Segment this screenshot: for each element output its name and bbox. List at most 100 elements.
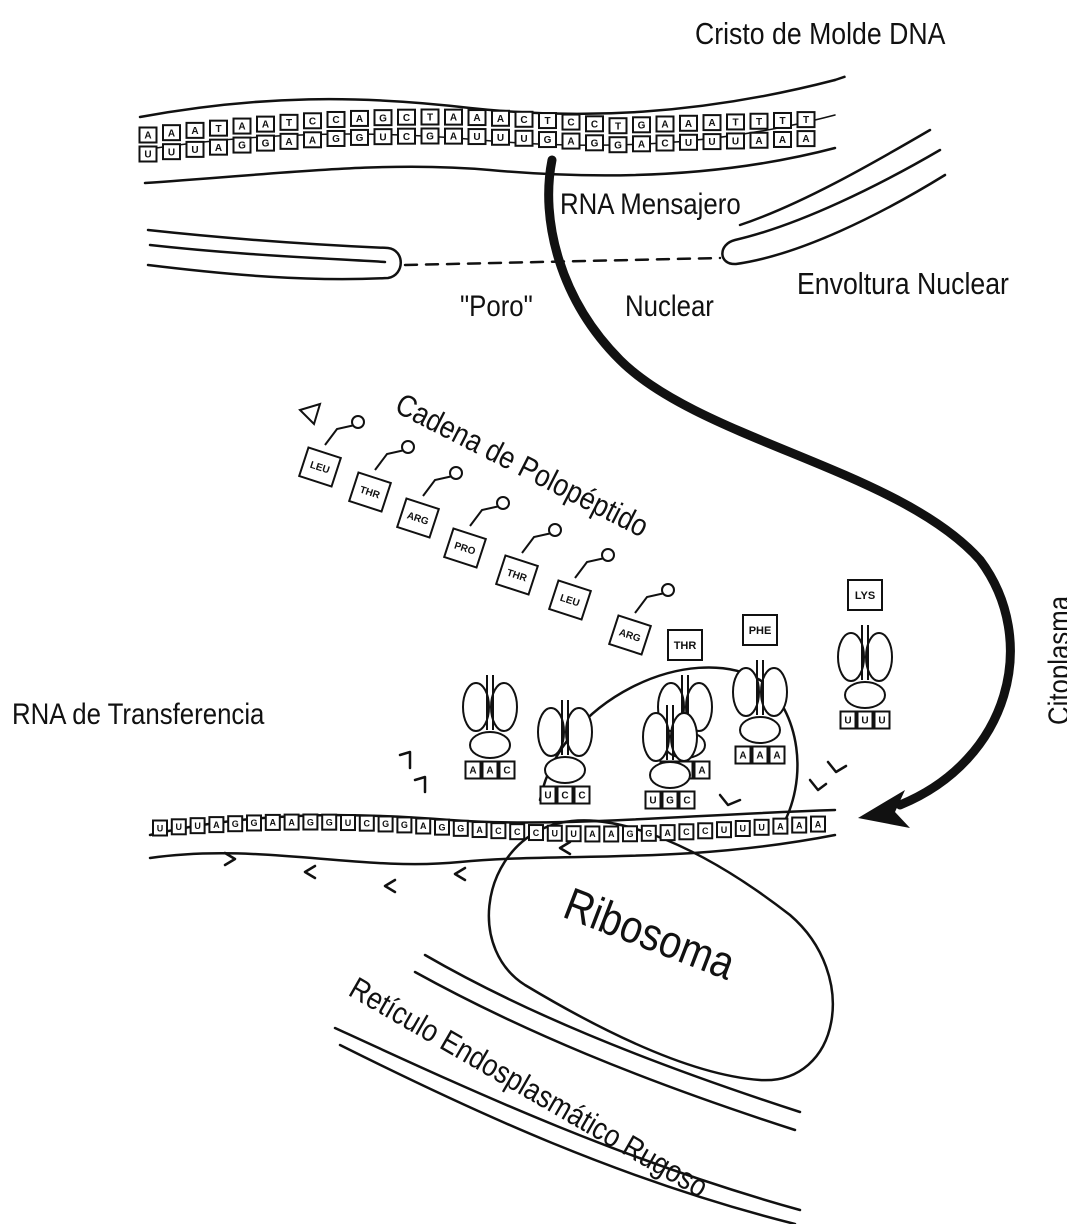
mrna-codon: C xyxy=(529,825,543,840)
dna-base-top: T xyxy=(727,114,744,129)
svg-text:A: A xyxy=(215,143,222,154)
mrna-codon: G xyxy=(623,826,637,841)
svg-text:A: A xyxy=(191,126,198,137)
svg-text:C: C xyxy=(578,791,585,802)
amino-group xyxy=(402,441,414,453)
svg-text:C: C xyxy=(309,116,316,127)
svg-text:A: A xyxy=(661,120,668,131)
svg-text:G: G xyxy=(438,822,445,832)
amino-group xyxy=(662,584,674,596)
svg-text:G: G xyxy=(356,133,364,144)
mrna-codon: G xyxy=(228,816,242,831)
trna-amino-acid-phe: PHE xyxy=(743,615,777,645)
mrna-codon: U xyxy=(548,826,562,841)
svg-text:A: A xyxy=(476,825,483,835)
mrna-codon: U xyxy=(172,819,186,834)
mrna-codon: C xyxy=(360,816,374,831)
dna-base-bottom: G xyxy=(328,131,345,146)
dna-base-bottom: A xyxy=(210,140,227,155)
svg-text:C: C xyxy=(495,826,502,836)
svg-text:U: U xyxy=(544,791,551,802)
amino-acid-pro: PRO xyxy=(444,528,486,567)
svg-text:A: A xyxy=(144,131,151,142)
dna-base-bottom: A xyxy=(798,131,815,146)
svg-text:C: C xyxy=(364,818,371,828)
trna-anticodon-base: C xyxy=(680,792,695,809)
mrna-codons: UUUAGGAAGGUCGGAGGACCCUUAAGGACCUUUAAA xyxy=(153,815,825,842)
amino-acid-thr: THR xyxy=(496,555,538,594)
svg-text:A: A xyxy=(486,766,493,777)
trna-anticodon-base: C xyxy=(558,787,573,804)
svg-text:G: G xyxy=(238,141,246,152)
svg-text:G: G xyxy=(645,829,652,839)
svg-text:C: C xyxy=(561,791,568,802)
svg-text:C: C xyxy=(683,796,690,807)
dna-base-top: A xyxy=(351,111,368,126)
svg-text:U: U xyxy=(168,147,175,158)
svg-text:A: A xyxy=(238,122,245,133)
svg-text:A: A xyxy=(589,829,596,839)
svg-text:A: A xyxy=(608,829,615,839)
dna-base-bottom: G xyxy=(422,129,439,144)
mrna-codon: G xyxy=(435,820,449,835)
mrna-codon: G xyxy=(303,815,317,830)
svg-text:G: G xyxy=(332,134,340,145)
mrna-codon: U xyxy=(567,826,581,841)
cytoplasm-label: Citoplasma xyxy=(1045,596,1067,725)
svg-text:G: G xyxy=(626,829,633,839)
peptide-bond xyxy=(575,558,605,578)
svg-text:U: U xyxy=(708,137,715,148)
dna-base-bottom: G xyxy=(257,136,274,151)
dna-base-top: A xyxy=(657,116,674,131)
dna-base-top: G xyxy=(633,117,650,132)
svg-text:G: G xyxy=(326,817,333,827)
dna-base-bottom: U xyxy=(140,147,157,162)
trna-anticodon-base: G xyxy=(663,792,678,809)
mrna-codon: G xyxy=(247,815,261,830)
dna-base-bottom: U xyxy=(187,142,204,157)
svg-text:C: C xyxy=(533,828,540,838)
mrna-codon: A xyxy=(604,826,618,841)
dna-base-bottom: A xyxy=(304,132,321,147)
peptide-bond xyxy=(635,593,665,613)
svg-text:U: U xyxy=(721,825,728,835)
svg-text:T: T xyxy=(615,121,621,132)
svg-text:T: T xyxy=(803,115,809,126)
svg-text:T: T xyxy=(286,118,292,129)
svg-text:C: C xyxy=(503,766,510,777)
dna-base-bottom: G xyxy=(539,132,556,147)
dna-base-top: C xyxy=(304,113,321,128)
svg-text:A: A xyxy=(497,114,504,125)
svg-text:U: U xyxy=(878,716,885,727)
mrna-codon: G xyxy=(642,826,656,841)
amino-acid-arg: ARG xyxy=(609,615,651,654)
trna-anticodon-base: C xyxy=(500,762,515,779)
svg-text:U: U xyxy=(552,828,559,838)
amino-group xyxy=(352,416,364,428)
dna-base-bottom: C xyxy=(398,129,415,144)
amino-acid-leu: LEU xyxy=(299,447,341,486)
mrna-codon: U xyxy=(755,820,769,835)
svg-text:G: G xyxy=(250,818,257,828)
dna-base-bottom: U xyxy=(704,134,721,149)
mrna-codon: G xyxy=(322,815,336,830)
chain-end-triangle xyxy=(300,404,320,424)
dna-base-bottom: U xyxy=(516,131,533,146)
dna-base-bottom: C xyxy=(657,135,674,150)
amino-acid-arg: ARG xyxy=(397,498,439,537)
dna-base-top: A xyxy=(492,111,509,126)
trna-amino-acid-thr: THR xyxy=(668,630,702,660)
nuclear-pore-label: Nuclear xyxy=(625,292,714,322)
amino-acid-leu: LEU xyxy=(549,580,591,619)
dna-base-top: T xyxy=(774,113,791,128)
dna-base-bottom: A xyxy=(445,129,462,144)
mrna-codon: C xyxy=(491,823,505,838)
trna-anticodon-base: U xyxy=(858,712,873,729)
svg-text:A: A xyxy=(213,820,220,830)
trna-molecules: THRUGAPHEAAALYSUUUAACUCCUGC xyxy=(463,580,892,809)
svg-text:A: A xyxy=(262,120,269,131)
nuclear-envelope-label: Envoltura Nuclear xyxy=(797,268,1009,299)
svg-text:A: A xyxy=(664,828,671,838)
dna-base-bottom: U xyxy=(680,135,697,150)
